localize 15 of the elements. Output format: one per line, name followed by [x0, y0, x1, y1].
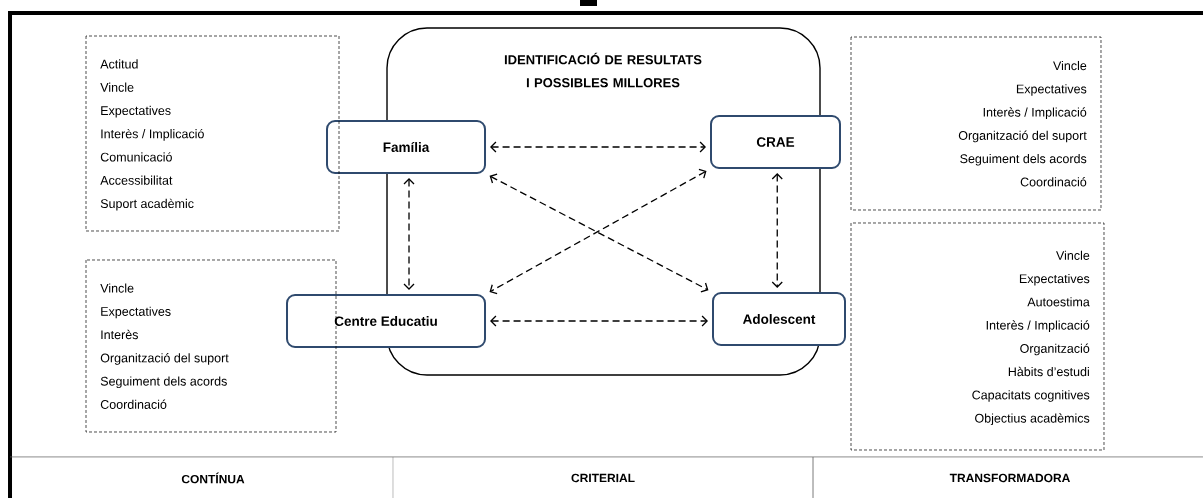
list-box: Vincle Expectatives Interès / Implicació Organització del suport Seguiment dels acords Coordinació: [850, 36, 1102, 211]
list-box: Actitud Vincle Expectatives Interès / Implicació Comunicació Accessibilitat Suport acadèmic: [85, 35, 340, 232]
column-heading: CONTÍNUA: [181, 472, 245, 484]
arrow: [490, 141, 706, 153]
entity-box: CRAE: [710, 115, 841, 169]
column-heading: CRITERIAL: [571, 473, 635, 483]
entity-box: Família: [326, 120, 486, 174]
arrow: [771, 173, 783, 288]
list-box: Vincle Expectatives Autoestima Interès / Implicació Organització Hàbits d’estudi Capacitats cognitives Objectius acadèmics: [850, 222, 1105, 451]
arrow: [490, 315, 708, 327]
arrow: [403, 178, 415, 290]
column-heading: TRANSFORMADORA: [949, 473, 1070, 483]
entity-box: Adolescent: [712, 292, 846, 346]
panel-title: IDENTIFICACIÓ DE RESULTATS I POSSIBLES MILLORES: [504, 52, 702, 88]
entity-box: Centre Educatiu: [286, 294, 486, 348]
